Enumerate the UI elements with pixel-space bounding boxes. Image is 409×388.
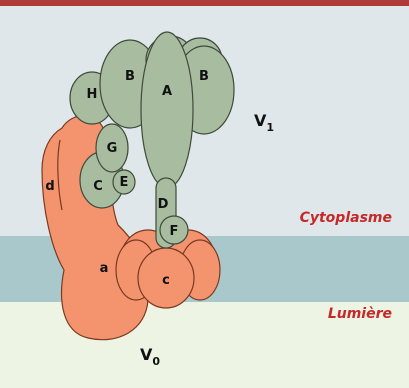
label-v0-sub: 0 bbox=[152, 355, 160, 368]
label-c-lower: c bbox=[162, 273, 170, 288]
label-f: F bbox=[170, 224, 179, 239]
label-v1-main: V bbox=[254, 111, 267, 130]
top-bar bbox=[0, 0, 409, 6]
label-c-upper: C bbox=[93, 179, 103, 194]
label-cytoplasm: Cytoplasme bbox=[300, 210, 392, 226]
label-g: G bbox=[107, 141, 118, 156]
label-h: H bbox=[87, 87, 98, 102]
label-d-upper: D bbox=[158, 197, 169, 212]
label-a-lower: a bbox=[100, 261, 109, 276]
label-v0-main: V bbox=[140, 345, 153, 364]
label-lumen: Lumière bbox=[328, 306, 392, 322]
label-e: E bbox=[120, 175, 129, 190]
label-a-upper: A bbox=[162, 84, 172, 99]
label-b-right: B bbox=[199, 69, 209, 84]
label-v1-sub: 1 bbox=[266, 121, 274, 134]
label-b-left: B bbox=[125, 69, 135, 84]
label-d-lower: d bbox=[45, 179, 54, 194]
